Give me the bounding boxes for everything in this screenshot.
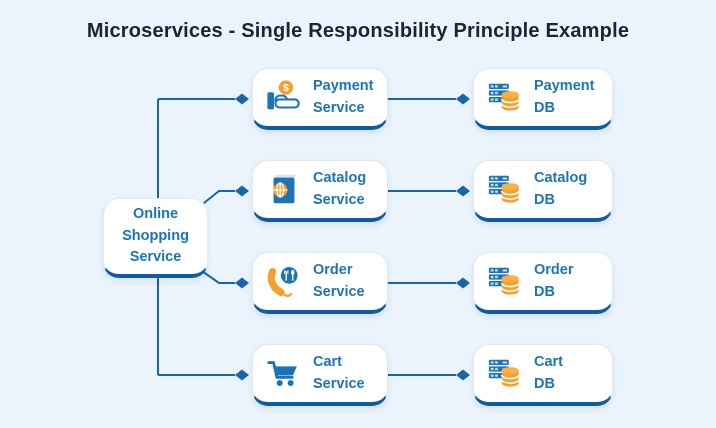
arrow-diamonds — [235, 93, 470, 381]
node-catalog-db: Catalog DB — [473, 160, 613, 222]
node-label: Catalog Service — [313, 169, 367, 208]
node-cart-service: Cart Service — [252, 344, 388, 406]
diamond-icon — [456, 185, 470, 197]
node-label: Order DB — [534, 261, 574, 300]
diamond-icon — [456, 369, 470, 381]
node-label: Payment Service — [313, 77, 374, 116]
node-label: Catalog DB — [534, 169, 588, 208]
diagram-title: Microservices - Single Responsibility Pr… — [86, 20, 630, 42]
diamond-icon — [456, 93, 470, 105]
node-payment-service: $ Payment Service — [252, 68, 388, 130]
node-payment-db: Payment DB — [473, 68, 613, 130]
diamond-icon — [456, 277, 470, 289]
book-globe-icon — [265, 171, 303, 209]
node-cart-db: Cart DB — [473, 344, 613, 406]
phone-order-icon — [265, 263, 303, 301]
node-label: Payment DB — [534, 77, 595, 116]
line-to-catalog-service — [198, 190, 235, 208]
hand-coin-icon: $ — [265, 79, 303, 117]
server-database-icon — [486, 355, 524, 393]
svg-text:$: $ — [283, 83, 289, 94]
node-catalog-service: Catalog Service — [252, 160, 388, 222]
server-database-icon — [486, 171, 524, 209]
node-order-db: Order DB — [473, 252, 613, 314]
node-label: Order Service — [313, 261, 365, 300]
diamond-icon — [235, 93, 249, 105]
diamond-icon — [235, 277, 249, 289]
diamond-icon — [235, 185, 249, 197]
node-online-shopping-service: Online Shopping Service — [103, 198, 208, 278]
node-order-service: Order Service — [252, 252, 388, 314]
node-label: Online Shopping Service — [122, 205, 189, 266]
server-database-icon — [486, 263, 524, 301]
node-label: Cart DB — [534, 353, 564, 392]
diamond-icon — [235, 369, 249, 381]
cart-icon — [265, 355, 303, 393]
server-database-icon — [486, 79, 524, 117]
line-to-order-service — [198, 268, 235, 284]
node-label: Cart Service — [313, 353, 365, 392]
